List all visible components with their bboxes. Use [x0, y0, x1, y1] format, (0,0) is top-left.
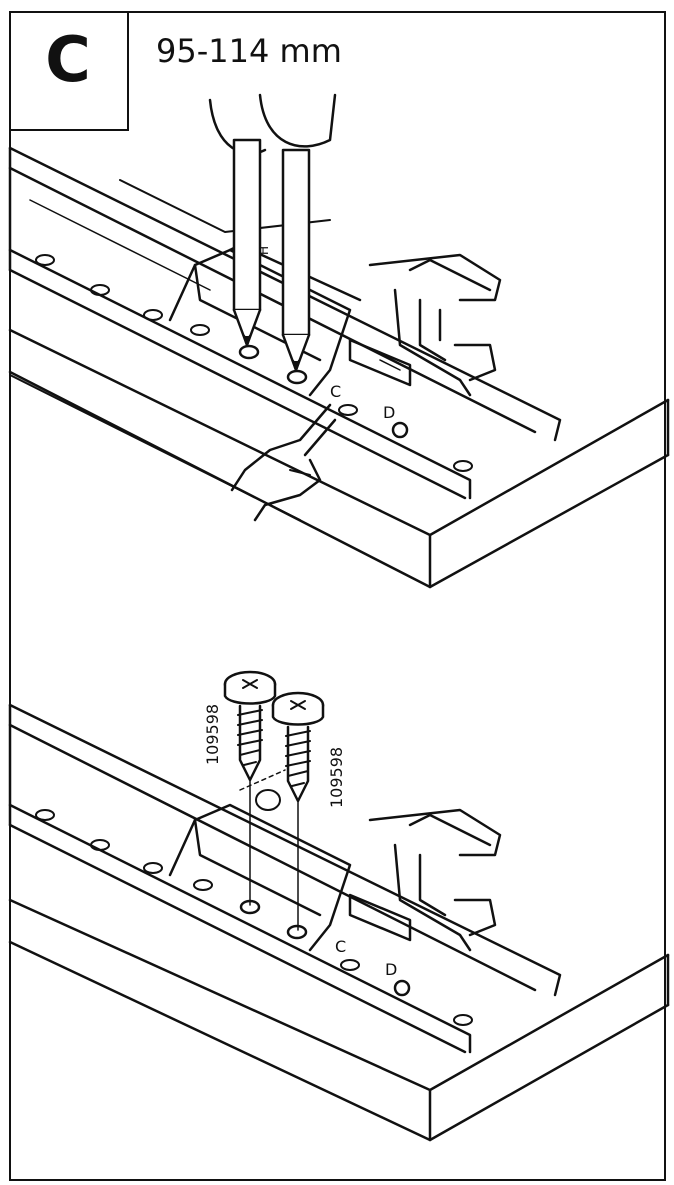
pencil-icon: H: [208, 93, 337, 372]
screw-left-code: 109598: [203, 704, 222, 765]
hole-label-d: D: [383, 403, 395, 422]
rail-holes-bottom: [35, 809, 473, 1026]
screw-guide-lines: [249, 779, 299, 931]
screw-head-icon: [393, 979, 411, 997]
hole-label-c: C: [330, 382, 341, 401]
screw-head-icon: [391, 421, 409, 439]
hole-labels-bottom: C D: [335, 937, 411, 997]
hole-labels-top: C D: [330, 382, 409, 439]
bottom-panel: C D 109598 109598: [8, 670, 670, 1142]
pencil-hardness-label: H: [257, 246, 271, 255]
bracket-top: [168, 243, 362, 397]
top-panel: C D H: [8, 93, 670, 589]
pointing-hand-icon: [230, 403, 337, 522]
rail-holes-top: [35, 254, 473, 472]
step-badge: C: [9, 11, 129, 131]
screw-icon: [271, 691, 325, 803]
screw-right-code: 109598: [327, 747, 346, 808]
step-letter: C: [45, 23, 91, 96]
clip-bottom: [348, 808, 502, 952]
drawer-rail-bottom: [8, 703, 562, 1054]
board-bottom: [8, 898, 670, 1142]
hole-label-c: C: [335, 937, 346, 956]
hole-label-d: D: [385, 960, 397, 979]
screw-icon: [223, 670, 277, 782]
drawer-rail-top: [8, 146, 562, 500]
clip-top: [348, 253, 502, 397]
measurement-range: 95-114 mm: [156, 32, 342, 70]
board-top: [8, 328, 670, 589]
